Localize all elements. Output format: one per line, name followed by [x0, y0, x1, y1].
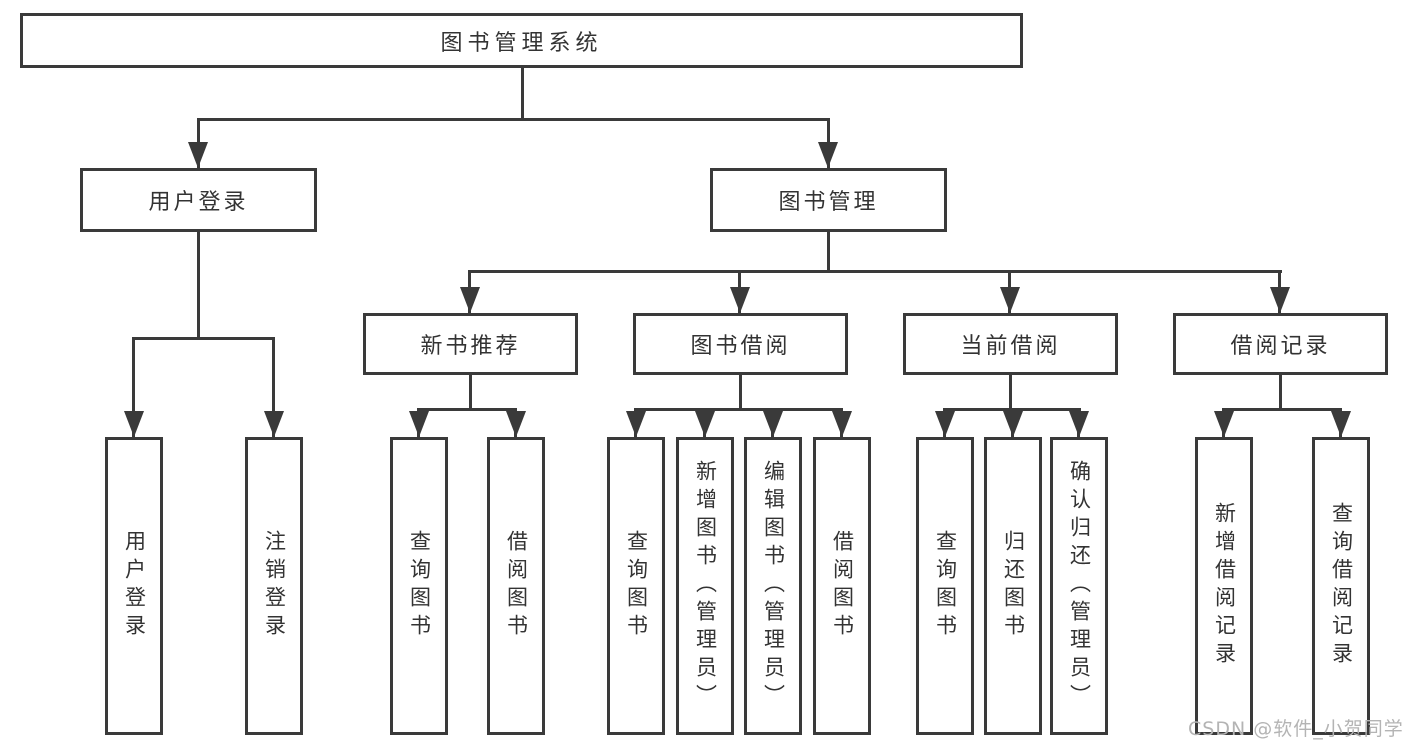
connector-drop [132, 337, 135, 437]
connector-stem [739, 375, 742, 408]
arrow-down [1270, 287, 1290, 313]
node-book-management: 图书管理 [710, 168, 947, 232]
leaf-query-borrow-record: 查询借阅记录 [1312, 437, 1370, 735]
connector-drop [272, 337, 275, 437]
connector-branch-line [1223, 408, 1342, 411]
leaf-return-books: 归还图书 [984, 437, 1042, 735]
connector-stem [1009, 375, 1012, 408]
leaf-label: 借阅图书 [504, 530, 529, 642]
leaf-edit-books-admin: 编辑图书（管理员） [744, 437, 802, 735]
node-user-login: 用户登录 [80, 168, 317, 232]
arrow-down [935, 411, 955, 437]
leaf-label: 新增借阅记录 [1212, 502, 1237, 670]
leaf-query-books-3: 查询图书 [916, 437, 974, 735]
leaf-label: 查询图书 [933, 530, 958, 642]
leaf-query-books-2: 查询图书 [607, 437, 665, 735]
leaf-label: 新增图书（管理员） [693, 460, 718, 712]
node-book-borrow: 图书借阅 [633, 313, 848, 375]
leaf-borrow-books-2: 借阅图书 [813, 437, 871, 735]
node-current-borrow: 当前借阅 [903, 313, 1118, 375]
connector-stem [197, 232, 200, 337]
leaf-label: 编辑图书（管理员） [761, 460, 786, 712]
connector-stem [1279, 375, 1282, 408]
arrow-down [124, 411, 144, 437]
connector-branch-line [468, 270, 1282, 273]
leaf-label: 查询图书 [624, 530, 649, 642]
leaf-label: 查询图书 [407, 530, 432, 642]
arrow-down [730, 287, 750, 313]
arrow-down [1000, 287, 1020, 313]
connector-stem [521, 68, 524, 120]
leaf-label: 归还图书 [1001, 530, 1026, 642]
arrow-down [763, 411, 783, 437]
arrow-down [695, 411, 715, 437]
connector-stem [469, 375, 472, 408]
arrow-down [460, 287, 480, 313]
arrow-down [1214, 411, 1234, 437]
leaf-user-login: 用户登录 [105, 437, 163, 735]
node-library-management-system: 图书管理系统 [20, 13, 1023, 68]
node-new-book-recommend: 新书推荐 [363, 313, 578, 375]
arrow-down [409, 411, 429, 437]
leaf-label: 借阅图书 [830, 530, 855, 642]
arrow-down [832, 411, 852, 437]
leaf-borrow-books-1: 借阅图书 [487, 437, 545, 735]
node-borrow-records: 借阅记录 [1173, 313, 1388, 375]
arrow-down [264, 411, 284, 437]
leaf-label: 用户登录 [122, 530, 147, 642]
connector-branch-line [197, 118, 830, 121]
csdn-watermark: CSDN @软件_小贺同学 [1188, 718, 1404, 740]
leaf-label: 注销登录 [262, 530, 287, 642]
connector-branch-line [635, 408, 843, 411]
leaf-add-borrow-record: 新增借阅记录 [1195, 437, 1253, 735]
arrow-down [1003, 411, 1023, 437]
connector-branch-line [417, 408, 517, 411]
leaf-label: 查询借阅记录 [1329, 502, 1354, 670]
connector-branch-line [132, 337, 275, 340]
arrow-down [506, 411, 526, 437]
arrow-down [188, 142, 208, 168]
leaf-add-books-admin: 新增图书（管理员） [676, 437, 734, 735]
leaf-label: 确认归还（管理员） [1067, 460, 1092, 712]
arrow-down [1069, 411, 1089, 437]
connector-stem [827, 232, 830, 270]
leaf-logout: 注销登录 [245, 437, 303, 735]
leaf-confirm-return-admin: 确认归还（管理员） [1050, 437, 1108, 735]
leaf-query-books-1: 查询图书 [390, 437, 448, 735]
arrow-down [626, 411, 646, 437]
arrow-down [1331, 411, 1351, 437]
arrow-down [818, 142, 838, 168]
